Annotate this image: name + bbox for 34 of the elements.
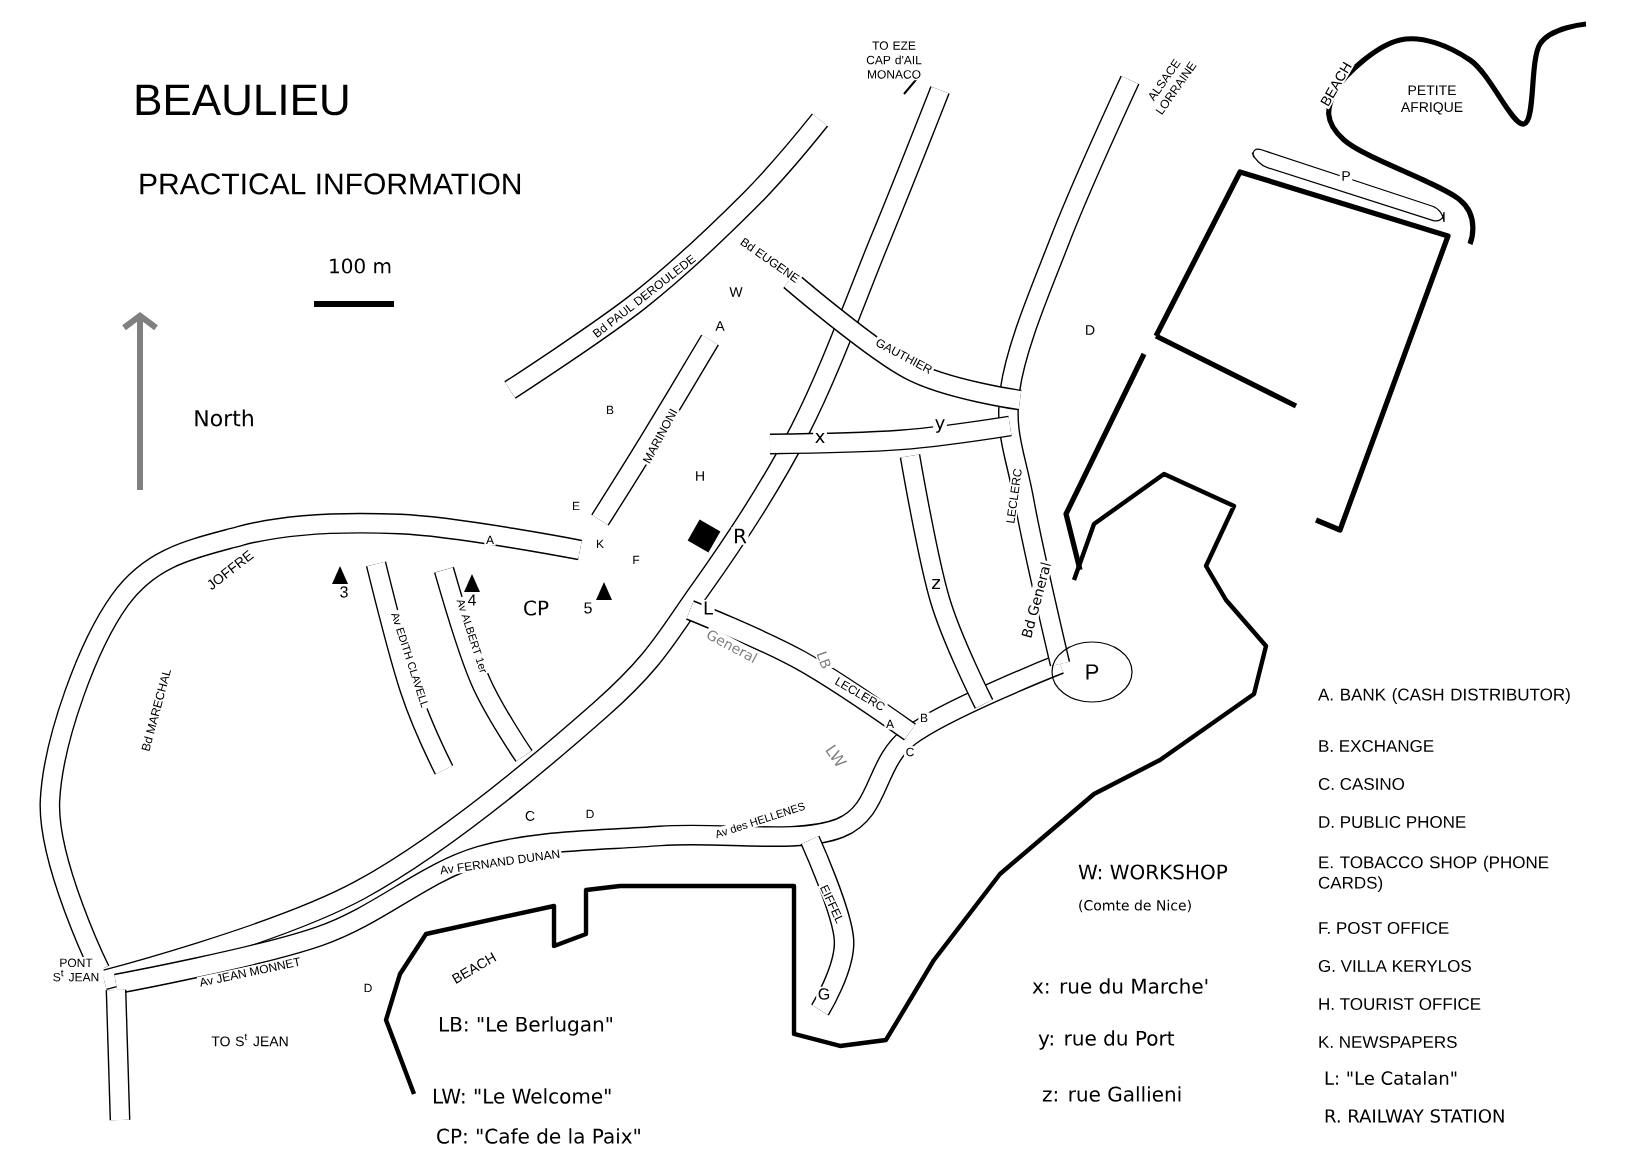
view-number: 4 (467, 594, 476, 606)
key-entry: L: "Le Catalan" (1325, 1071, 1457, 1085)
key-entry: E. TOBACCO SHOP (PHONE CARDS) (1318, 855, 1549, 893)
key-entry: G. VILLA KERYLOS (1318, 960, 1471, 972)
street-letter: z (932, 579, 940, 589)
north-label: North (195, 409, 253, 427)
note-text: W: WORKSHOP (1078, 864, 1228, 880)
subtitle: PRACTICAL INFORMATION (140, 173, 521, 195)
map-title: BEAULIEU (136, 84, 348, 116)
view-number: 5 (584, 602, 592, 614)
place-code: LW (825, 744, 848, 767)
key-entry: B. EXCHANGE (1319, 740, 1434, 752)
map-letter: G (818, 988, 830, 1000)
place-code: CP (524, 600, 549, 616)
key-entry: C. CASINO (1318, 778, 1405, 790)
street-letter: y (935, 419, 945, 433)
key-entry: D. PUBLIC PHONE (1319, 816, 1466, 828)
note-text: CP: "Cafe de la Paix" (437, 1128, 640, 1144)
key-entry: A. BANK (CASH DISTRIBUTOR) (1318, 688, 1570, 704)
key-entry: K. NEWSPAPERS (1319, 1036, 1457, 1048)
note-text: y: rue du Port (1038, 1030, 1175, 1050)
note-text: z: rue Gallieni (1042, 1086, 1181, 1102)
note-text: x: rue du Marche' (1032, 978, 1208, 994)
place-code: L (704, 601, 713, 615)
street-letter: x (815, 433, 825, 443)
scale-label: 100 m (330, 258, 391, 274)
parking-symbol: P (1086, 664, 1099, 680)
view-number: 3 (340, 586, 348, 598)
key-entry: F. POST OFFICE (1319, 922, 1449, 934)
note-text: LW: "Le Welcome" (434, 1088, 611, 1104)
key-entry: H. TOURIST OFFICE (1319, 998, 1481, 1010)
note-text: LB: "Le Berlugan" (440, 1016, 612, 1036)
key-entry: R. RAILWAY STATION (1325, 1109, 1504, 1123)
map-letter: R (735, 528, 747, 544)
